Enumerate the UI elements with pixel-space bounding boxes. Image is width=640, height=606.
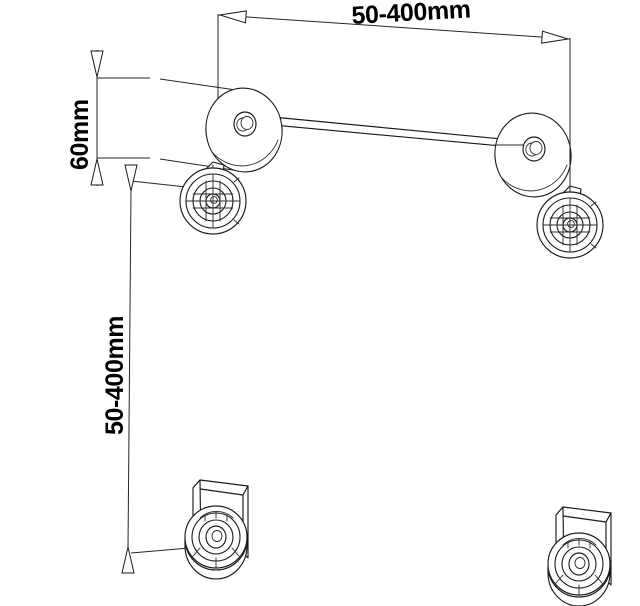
bracket-top-rail [192, 479, 249, 496]
arrowhead-bottom-icon [121, 546, 135, 574]
left-rotary-hub [179, 167, 247, 235]
hub-shroud [184, 538, 248, 580]
left-pivot-disc [205, 87, 283, 173]
right-rotary-hub [536, 191, 604, 259]
arrowhead-top-icon [90, 50, 104, 78]
left-bracket-hub [184, 505, 248, 580]
witness-line-top-ext [159, 78, 237, 91]
left-pivot-assembly [179, 87, 283, 235]
right-vesa-bracket [547, 506, 612, 606]
dimension-label-height: 60mm [66, 99, 94, 170]
arrowhead-right-icon [541, 30, 569, 46]
hub-shroud [547, 565, 611, 606]
arrowhead-left-icon [219, 8, 247, 24]
right-bracket-hub [547, 532, 611, 606]
dimension-vertical-travel: 50-400mm [101, 164, 215, 574]
dimension-label-travel: 50-400mm [101, 316, 129, 435]
right-pivot-assembly [494, 112, 604, 259]
left-vesa-bracket [184, 479, 249, 580]
bracket-top-rail [555, 506, 612, 523]
dimension-line [217, 14, 571, 40]
right-pivot-disc [494, 112, 572, 198]
dimension-line [127, 189, 132, 549]
horizontal-extension-arm [261, 115, 524, 149]
arrowhead-top-icon [124, 164, 138, 192]
dimension-vertical-60mm: 60mm [66, 50, 237, 186]
dimension-label-width: 50-400mm [351, 0, 471, 30]
